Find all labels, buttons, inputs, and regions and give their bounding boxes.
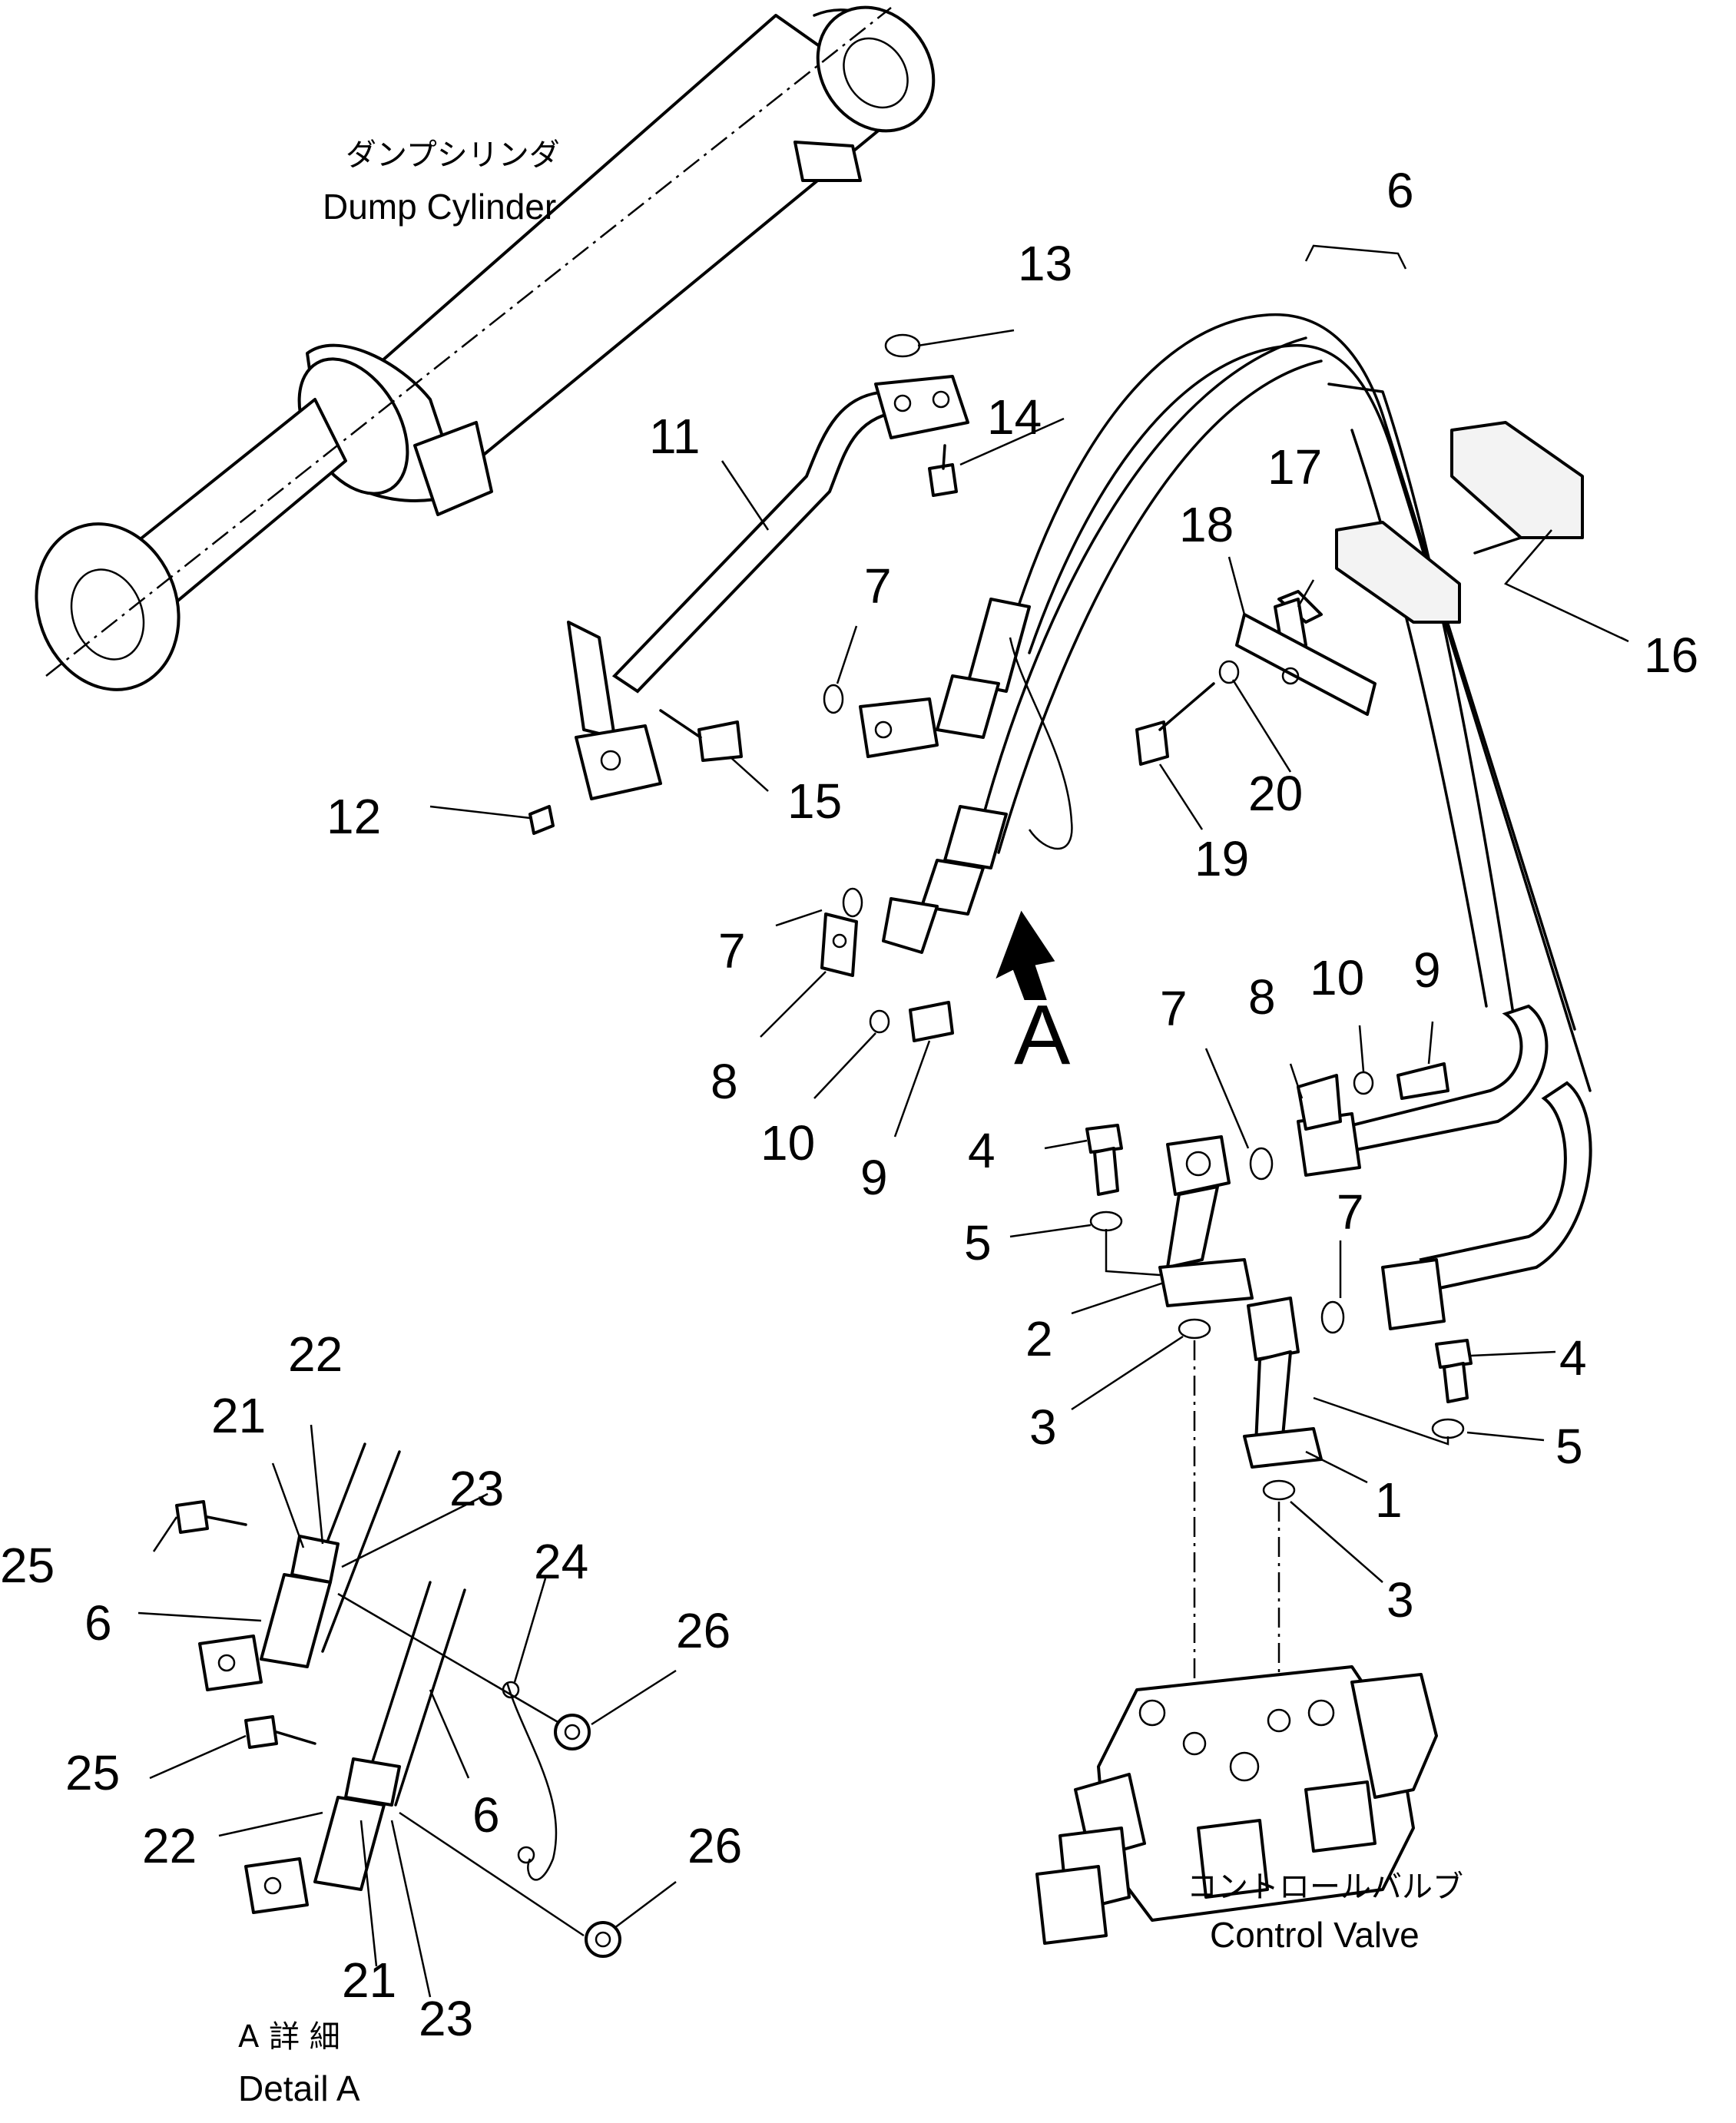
part-number: 6 <box>472 1787 500 1843</box>
part-number: 2 <box>1025 1311 1053 1366</box>
flange-half-8a <box>820 912 858 977</box>
part-number-labels: 6 13 14 11 17 18 16 7 15 12 20 19 7 8 10… <box>0 163 1698 2046</box>
control-valve <box>1035 1665 1438 1945</box>
washer-20 <box>1218 660 1240 684</box>
washer-10b <box>1353 1071 1374 1095</box>
part-number: 9 <box>860 1150 888 1205</box>
part-number: 10 <box>760 1115 815 1171</box>
o-ring-7b <box>842 887 863 918</box>
part-number: 25 <box>65 1745 120 1800</box>
detail-a-view <box>175 1442 621 1958</box>
washer-5b <box>1431 1418 1465 1439</box>
plate-18 <box>1235 613 1377 716</box>
part-number: 5 <box>964 1215 992 1270</box>
view-arrow-label: A <box>1014 988 1071 1082</box>
part-number: 4 <box>968 1123 996 1178</box>
dump-cylinder <box>35 5 936 691</box>
detail-a-label-jp: A 詳 細 <box>238 2019 340 2055</box>
part-number: 7 <box>864 558 892 614</box>
washer-10a <box>869 1009 890 1034</box>
bolt-4a <box>1085 1124 1123 1196</box>
part-number: 20 <box>1248 766 1303 821</box>
part-number: 26 <box>676 1603 731 1658</box>
part-number: 14 <box>987 389 1042 445</box>
part-number: 5 <box>1555 1419 1583 1474</box>
part-number: 7 <box>718 923 746 979</box>
part-number: 8 <box>1248 969 1276 1025</box>
clamp-16 <box>1335 421 1584 624</box>
part-number: 23 <box>449 1461 504 1516</box>
o-ring-3a <box>1178 1318 1211 1340</box>
part-number: 7 <box>1160 981 1188 1036</box>
part-number: 18 <box>1179 497 1234 552</box>
part-number: 22 <box>142 1818 197 1873</box>
part-number: 25 <box>0 1538 55 1593</box>
bolt-19 <box>1135 682 1215 766</box>
part-number: 26 <box>687 1818 742 1873</box>
o-ring-7a <box>823 684 844 714</box>
part-number: 21 <box>342 1952 396 2008</box>
leader-lines <box>137 244 1629 1998</box>
part-number: 17 <box>1267 439 1322 495</box>
part-number: 13 <box>1018 236 1072 291</box>
control-valve-label-jp: コントロールバルブ <box>1187 1870 1463 1905</box>
part-number: 7 <box>1337 1184 1364 1240</box>
bolt-9b <box>1396 1062 1449 1100</box>
part-number: 16 <box>1644 628 1698 683</box>
view-arrow <box>996 910 1055 1000</box>
part-number: 22 <box>288 1326 343 1382</box>
part-number: 11 <box>649 409 700 464</box>
part-number: 3 <box>1029 1399 1057 1455</box>
part-number: 12 <box>326 789 381 844</box>
part-number: 10 <box>1310 950 1364 1005</box>
bolt-4b <box>1435 1339 1473 1403</box>
o-ring-3b <box>1262 1479 1296 1501</box>
bolt-15 <box>659 709 743 762</box>
hose-assembly-6 <box>859 313 1592 1330</box>
elbow-2 <box>1158 1135 1254 1307</box>
dump-cylinder-label: Dump Cylinder <box>323 187 556 227</box>
part-number: 24 <box>534 1534 588 1589</box>
dump-cylinder-label-jp: ダンプシリンダ <box>346 137 560 173</box>
part-number: 3 <box>1386 1572 1414 1628</box>
bolt-14 <box>928 444 958 497</box>
bolt-9a <box>909 1001 954 1042</box>
control-valve-label: Control Valve <box>1210 1915 1420 1955</box>
part-number: 4 <box>1559 1330 1587 1386</box>
part-number: 19 <box>1194 831 1249 886</box>
o-ring-13 <box>884 333 921 358</box>
part-number: 9 <box>1413 942 1441 998</box>
part-number: 23 <box>419 1991 473 2046</box>
elbow-1 <box>1243 1297 1323 1469</box>
o-ring-7c <box>1249 1147 1274 1181</box>
part-number: 6 <box>84 1595 112 1651</box>
pipe-12-elbow <box>528 621 662 835</box>
part-number: 21 <box>211 1388 266 1443</box>
detail-a-label: Detail A <box>238 2068 360 2108</box>
pipe-11 <box>611 375 969 694</box>
flange-half-8b <box>1297 1074 1342 1131</box>
part-number: 1 <box>1375 1472 1403 1528</box>
washer-5a <box>1089 1211 1123 1232</box>
part-number: 8 <box>711 1054 738 1109</box>
part-number: 15 <box>787 773 842 829</box>
part-number: 6 <box>1386 163 1414 218</box>
o-ring-7d <box>1320 1300 1345 1334</box>
